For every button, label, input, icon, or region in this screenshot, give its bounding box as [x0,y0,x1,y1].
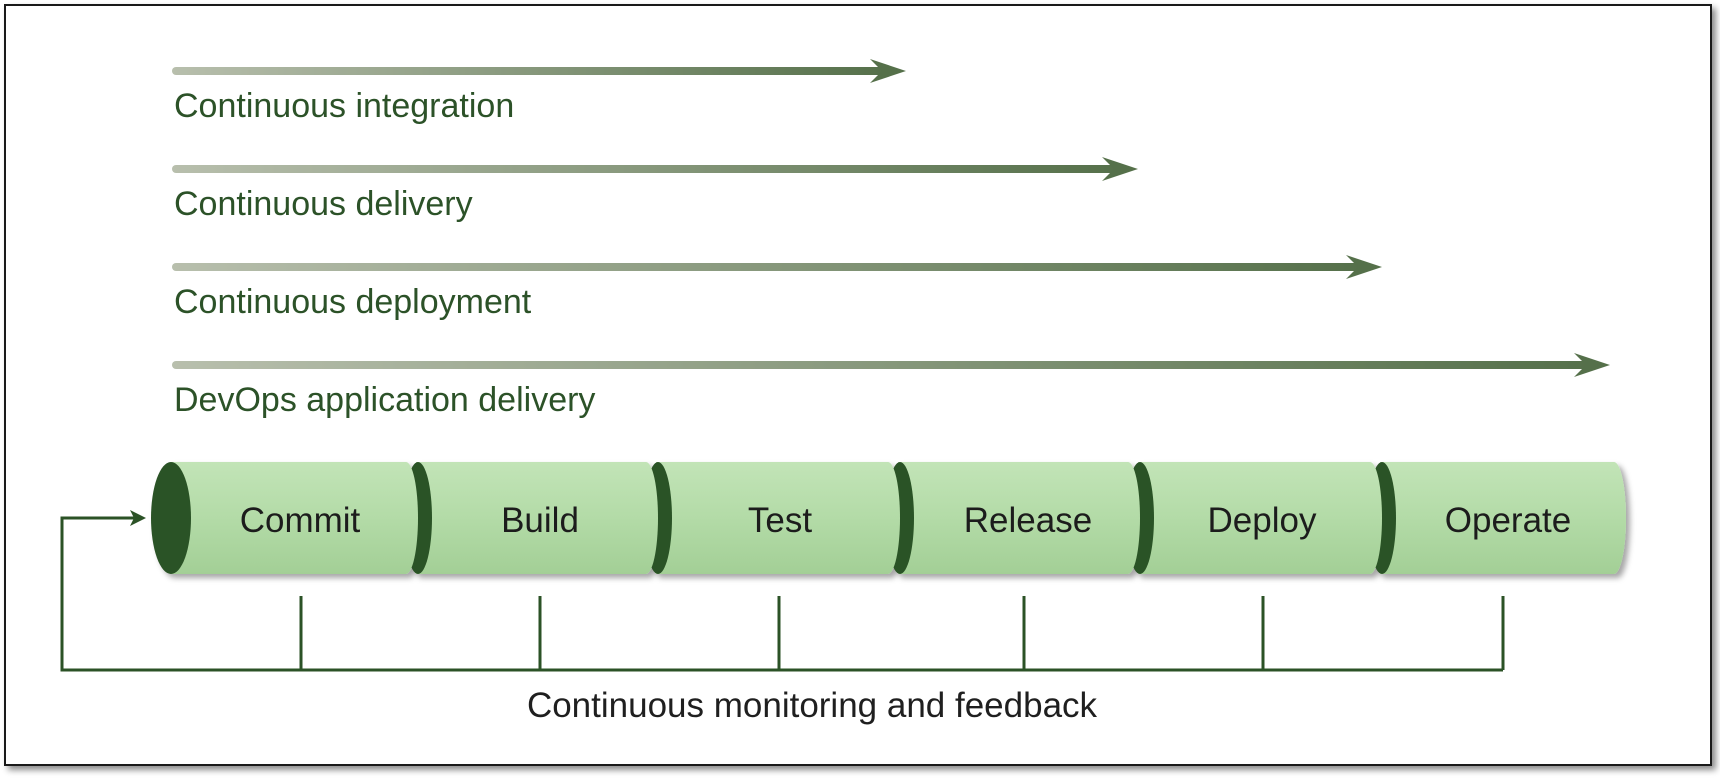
scope-arrow-shaft [172,361,1592,369]
arrowhead-icon [1574,353,1610,377]
arrowhead-icon [1346,255,1382,279]
scope-continuous-deployment: Continuous deployment [172,255,1382,321]
stage-cap [151,462,191,574]
stage-label-commit: Commit [240,501,361,540]
feedback-arrowhead-icon [130,510,146,526]
stage-label-release: Release [964,501,1092,540]
stage-label-operate: Operate [1445,501,1571,540]
stage-label-deploy: Deploy [1208,501,1317,540]
scope-devops-application-delivery: DevOps application delivery [172,353,1610,419]
diagram-frame [4,4,1712,766]
stage-operate: Operate [1368,462,1626,574]
stage-label-test: Test [748,501,812,540]
stage-build: Build [404,462,658,574]
feedback-loop [60,516,1505,672]
scope-label: Continuous integration [174,87,514,125]
scope-continuous-integration: Continuous integration [172,59,906,125]
scope-arrow-shaft [172,263,1364,271]
stage-release: Release [886,462,1140,574]
scope-label: Continuous delivery [174,185,473,223]
feedback-label: Continuous monitoring and feedback [527,686,1098,725]
scope-continuous-delivery: Continuous delivery [172,157,1138,223]
stage-commit: Commit [151,462,418,574]
scope-arrow-shaft [172,165,1120,173]
arrowhead-icon [1102,157,1138,181]
stage-deploy: Deploy [1126,462,1382,574]
scope-label: DevOps application delivery [174,381,595,419]
stage-test: Test [644,462,900,574]
feedback-return-line [60,516,1503,672]
stage-label-build: Build [501,501,579,540]
arrowhead-icon [870,59,906,83]
scope-label: Continuous deployment [174,283,532,321]
scope-arrow-shaft [172,67,888,75]
pipeline: Operate Deploy Release Test Build Commit [151,462,1626,574]
